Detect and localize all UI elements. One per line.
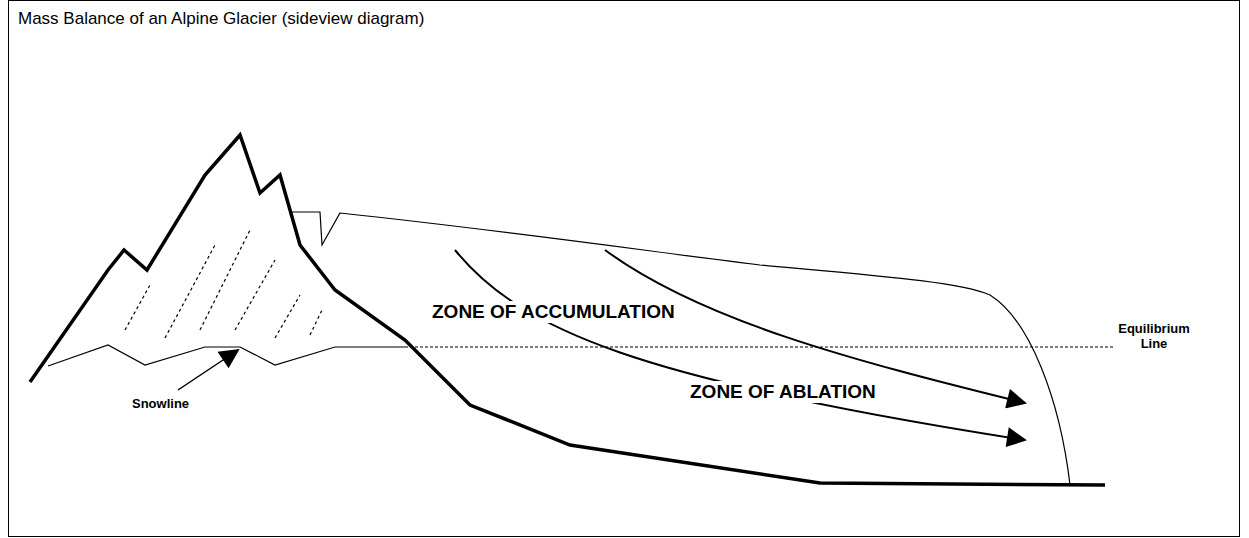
leader-arrow (178, 350, 238, 390)
equilibrium-line (405, 346, 1115, 347)
snowline (48, 345, 405, 366)
snowline-label: Snowline (132, 397, 189, 412)
glacier-outline (290, 212, 1070, 485)
zone-label: ZONE OF ACCUMULATION (430, 301, 677, 323)
snow-hatching (125, 230, 322, 338)
flow-arrow (455, 250, 1025, 440)
mountain-bed (30, 135, 1105, 485)
frame (9, 1, 1240, 537)
diagram-title: Mass Balance of an Alpine Glacier (sidev… (18, 9, 424, 29)
flow-arrow (605, 250, 1025, 403)
line-label: Equilibrium Line (1110, 322, 1198, 352)
zone-label: ZONE OF ABLATION (688, 381, 878, 403)
